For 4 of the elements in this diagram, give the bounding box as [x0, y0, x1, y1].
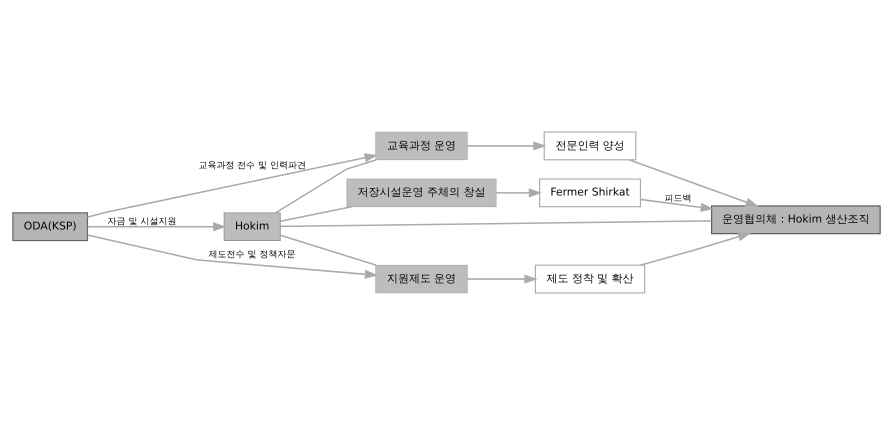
edge-label: 피드백	[664, 193, 692, 204]
edge-label: 제도전수 및 정책자문	[208, 249, 296, 260]
edge-label: 교육과정 전수 및 인력파견	[198, 160, 306, 171]
edge-label: 자금 및 시설지원	[108, 216, 177, 228]
